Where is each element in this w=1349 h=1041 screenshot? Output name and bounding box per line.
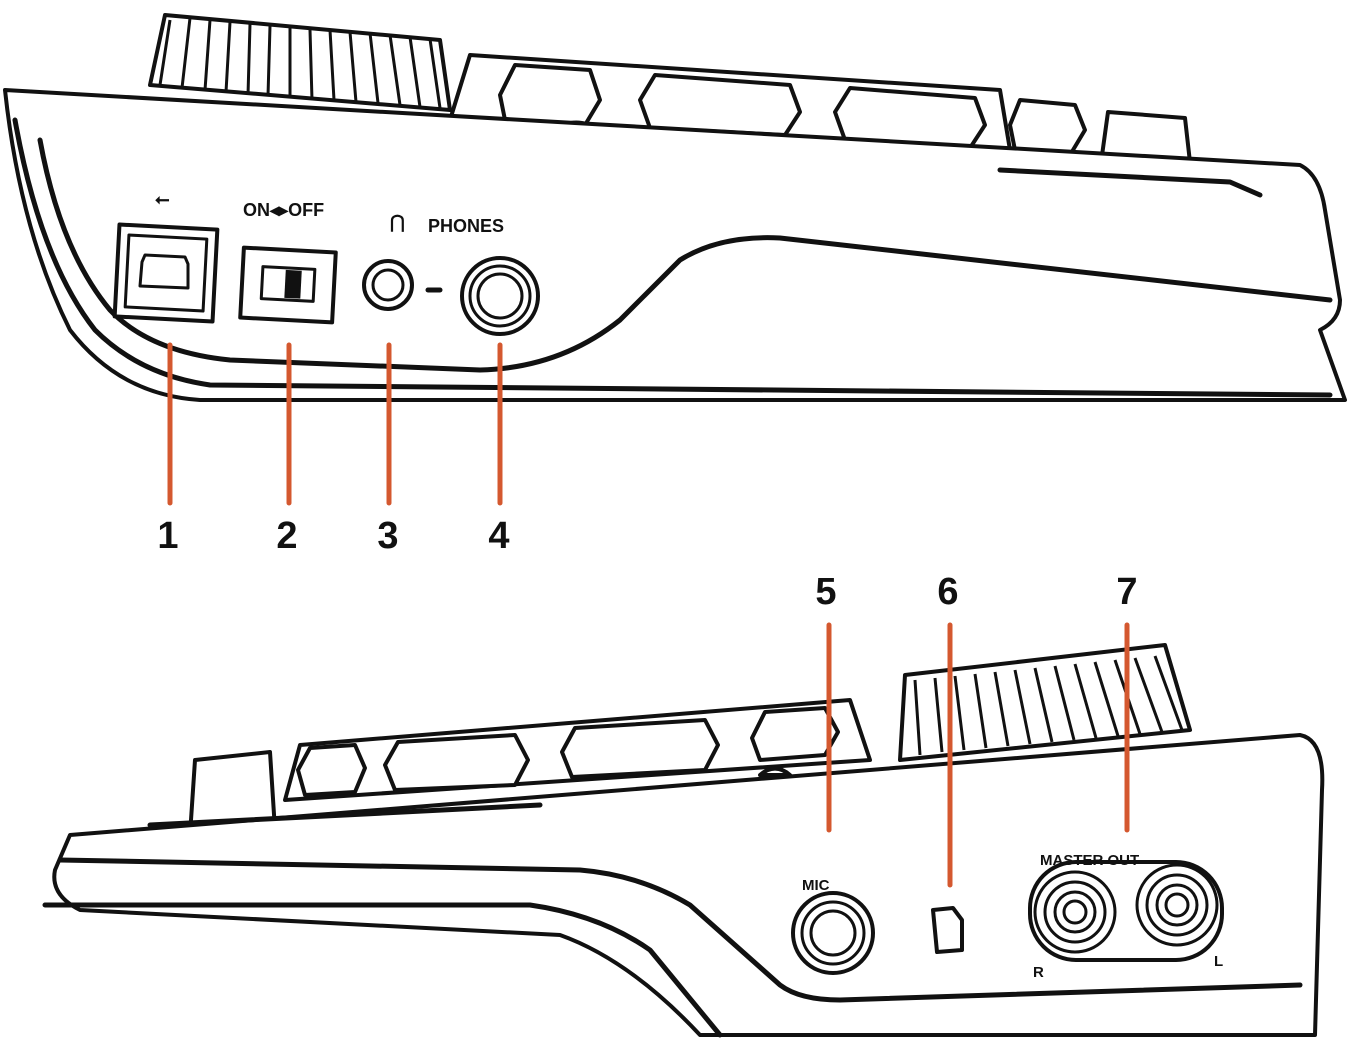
master-out-label: MASTER OUT <box>1040 852 1139 869</box>
callout-number-6: 6 <box>937 571 958 613</box>
mic-jack: MIC <box>791 877 875 975</box>
callout-number-3: 3 <box>377 515 398 557</box>
usb-symbol-label: ⭠ <box>155 189 170 209</box>
rear-body <box>42 733 1325 1038</box>
master-out-jacks: MASTER OUT R L <box>1028 852 1224 981</box>
rear-buttons <box>188 698 872 837</box>
callout-number-5: 5 <box>815 571 836 613</box>
phones-jack-mini <box>362 259 443 311</box>
power-switch: ON◂▸OFF <box>238 200 338 325</box>
mic-label: MIC <box>802 877 830 894</box>
channel-r-label: R <box>1033 964 1044 981</box>
callout-number-1: 1 <box>157 515 178 557</box>
callout-number-7: 7 <box>1116 571 1137 613</box>
security-slot <box>931 906 964 954</box>
callout-number-2: 2 <box>276 515 297 557</box>
rear-knobs <box>898 643 1192 762</box>
usb-port: ⭠ <box>112 189 220 324</box>
bottom-callouts: 5 6 7 <box>815 571 1138 888</box>
channel-l-label: L <box>1214 953 1223 970</box>
phones-label: PHONES <box>428 216 504 236</box>
rear-panel-view: MIC MASTER OUT R L 5 6 7 <box>42 571 1325 1038</box>
front-panel-view: ⭠ ON◂▸OFF ⋂ PHONES 1 <box>3 13 1347 557</box>
phones-jack-large: ⋂ PHONES <box>390 212 540 336</box>
power-switch-label: ON◂▸OFF <box>243 200 324 220</box>
headphone-icon: ⋂ <box>390 212 405 232</box>
top-callouts: 1 2 3 4 <box>157 342 510 557</box>
top-knobs <box>148 13 452 112</box>
callout-number-4: 4 <box>488 515 509 557</box>
